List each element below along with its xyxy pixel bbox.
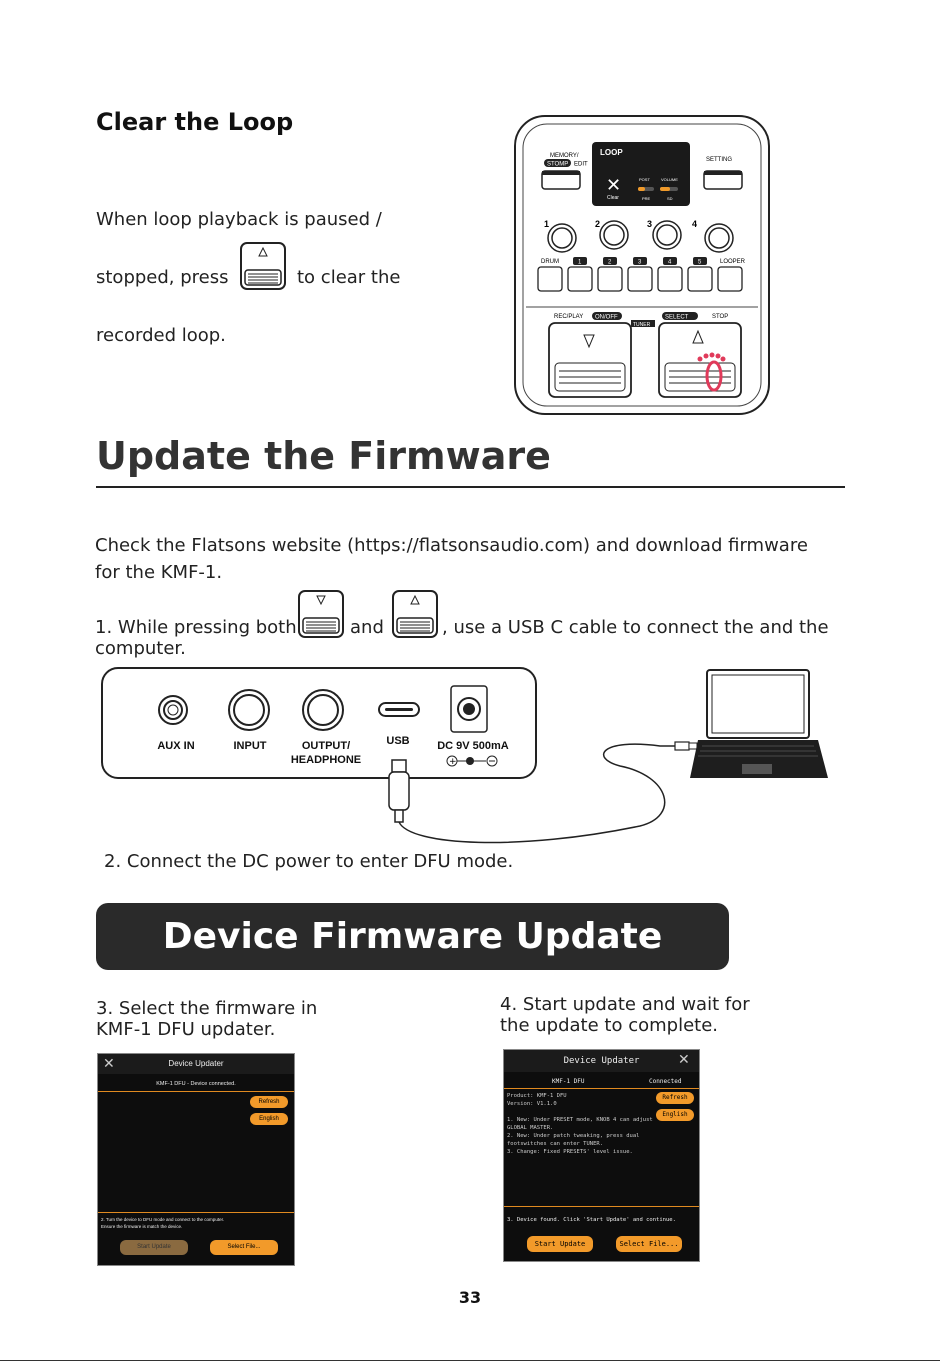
english-button[interactable]: English [250,1113,288,1125]
step1-text-c: , use a USB C cable to connect the and t… [442,617,829,638]
section-title-update-firmware: Update the Firmware [96,434,551,478]
refresh-button[interactable]: Refresh [656,1092,694,1104]
svg-text:✕: ✕ [606,175,621,196]
section-title-clear-loop: Clear the Loop [96,108,294,136]
svg-text:SELECT: SELECT [665,315,689,321]
footswitch-up-icon [240,242,286,290]
close-icon[interactable]: ✕ [103,1056,115,1072]
step1-text-d: computer. [95,638,186,659]
bottom-divider [0,1360,940,1361]
step3-line2: KMF-1 DFU updater. [96,1019,276,1040]
svg-text:+: + [449,757,457,767]
svg-text:4: 4 [692,219,697,229]
svg-text:POST: POST [639,177,650,182]
refresh-button[interactable]: Refresh [250,1096,288,1108]
pedal-setting-label: SETTING [706,157,732,163]
device-firmware-update-banner: Device Firmware Update [96,903,729,970]
updater-msg2: Ensure the firmware is match the device. [101,1224,183,1229]
updater-title: Device Updater [168,1059,224,1068]
svg-text:PRE: PRE [642,196,651,201]
footswitch-up-icon [392,590,438,638]
svg-text:3: 3 [638,260,642,266]
svg-text:2: 2 [595,219,600,229]
step2-text: 2. Connect the DC power to enter DFU mod… [104,851,514,872]
port-input-label: INPUT [233,740,267,752]
port-output-label: OUTPUT/ [301,740,351,752]
log-line2: GLOBAL MASTER. [507,1125,554,1131]
svg-text:VOLUME: VOLUME [661,177,678,182]
svg-text:5: 5 [698,260,702,266]
svg-text:REC/PLAY: REC/PLAY [554,314,583,320]
svg-text:2: 2 [608,260,612,266]
svg-text:LOOPER: LOOPER [720,259,746,265]
port-usb-label: USB [386,735,410,747]
pedal-screen-loop: LOOP [600,148,623,157]
pedal-stomp-label: STOMP [547,162,568,168]
svg-text:ON/OFF: ON/OFF [595,315,618,321]
pedal-memory-label: MEMORY/ [550,153,579,159]
svg-text:1: 1 [544,219,549,229]
step1-text-b: and [350,617,384,638]
svg-text:4: 4 [668,260,672,266]
clear-loop-text-line2a: stopped, press [96,267,229,288]
log-line1: 1. New: Under PRESET mode, KNOB 4 can ad… [507,1117,653,1123]
svg-text:TUNER: TUNER [633,322,651,328]
updater-msg: 3. Device found. Click 'Start Update' an… [507,1217,676,1223]
step1-text-a: 1. While pressing both [95,617,297,638]
log-line5: 3. Change: Fixed PRESETS' level issue. [507,1149,633,1155]
select-file-button[interactable]: Select File... [210,1240,278,1255]
updater-window-right: Device Updater ✕ KMF-1 DFU Connected Pro… [503,1049,700,1262]
close-icon[interactable]: ✕ [678,1052,690,1068]
updater-msg1: 2. Turn the device to DFU mode and conne… [101,1217,225,1222]
usb-connection-diagram: + [101,667,828,844]
updater-connected: Connected [649,1078,682,1085]
log-line3: 2. New: Under patch tweaking, press dual [507,1133,640,1139]
updater-window-left: ✕ Device Updater KMF-1 DFU - Device conn… [97,1053,295,1266]
page-number: 33 [458,1288,482,1307]
log-version: Version: V1.1.0 [507,1101,557,1107]
firmware-check-line1: Check the Flatsons website (https://flat… [95,535,808,556]
svg-text:SD: SD [667,196,673,201]
step3-line1: 3. Select the firmware in [96,998,318,1019]
footswitch-down-icon [298,590,344,638]
step4-line1: 4. Start update and wait for [500,994,750,1015]
updater-device: KMF-1 DFU [552,1078,585,1085]
log-product: Product: KMF-1 DFU [507,1093,567,1099]
updater-title: Device Updater [563,1056,640,1066]
english-button[interactable]: English [656,1109,694,1121]
firmware-check-line2: for the KMF-1. [95,562,223,583]
step4-line2: the update to complete. [500,1015,718,1036]
foot-press-icon [697,352,726,392]
port-headphone-label: HEADPHONE [290,754,362,766]
clear-loop-text-line1: When loop playback is paused / [96,209,382,230]
select-file-button[interactable]: Select File... [616,1236,682,1252]
svg-text:DRUM: DRUM [541,259,559,265]
pedal-screen-clear: Clear [607,195,619,201]
title-divider [96,486,845,488]
port-dc-label: DC 9V 500mA [437,740,509,752]
pedal-illustration: MEMORY/ STOMP EDIT LOOP ✕ Clear POST VOL… [514,115,770,415]
pedal-edit-label: EDIT [574,162,588,168]
log-line4: footswitches can enter TUNER. [507,1141,604,1147]
updater-status: KMF-1 DFU - Device connected. [156,1081,236,1087]
svg-text:1: 1 [578,260,582,266]
port-aux-label: AUX IN [157,740,195,752]
svg-text:3: 3 [647,219,652,229]
svg-text:STOP: STOP [712,314,728,320]
start-update-button[interactable]: Start Update [527,1236,593,1252]
clear-loop-text-line2b: to clear the [297,267,401,288]
start-update-button[interactable]: Start Update [120,1240,188,1255]
clear-loop-text-line3: recorded loop. [96,325,226,346]
